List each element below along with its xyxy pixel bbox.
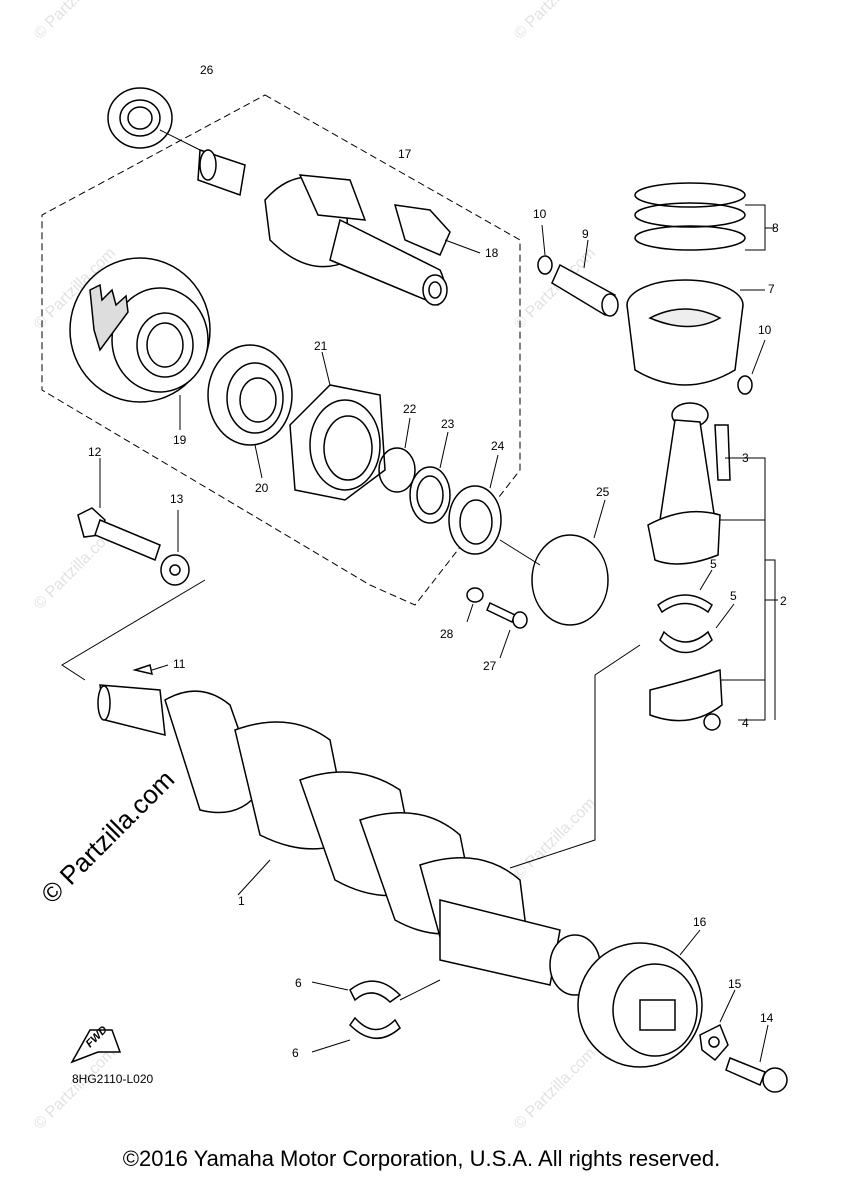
- rod-cap: [649, 668, 723, 731]
- main-bearing-6: [311, 980, 402, 1053]
- callout-9: 9: [582, 227, 589, 241]
- crankshaft-1: [97, 684, 601, 996]
- callout-5a: 5: [710, 557, 717, 571]
- balancer-weight-18: [393, 204, 481, 256]
- assembly-boundary: [41, 94, 521, 606]
- callout-3: 3: [742, 451, 749, 465]
- o-ring-25: [531, 534, 609, 626]
- diagram-part-code: 8HG2110-L020: [72, 1072, 154, 1086]
- bearing-20: [207, 344, 293, 479]
- watermark-small: © Partzilla.com: [511, 1045, 599, 1133]
- callout-23: 23: [441, 417, 455, 431]
- callout-10a: 10: [533, 207, 547, 221]
- piston-7: [626, 279, 765, 386]
- watermark-small: © Partzilla.com: [511, 795, 599, 883]
- callout-14: 14: [760, 1011, 774, 1025]
- callout-10b: 10: [758, 323, 772, 337]
- bearing-26: [107, 87, 201, 151]
- oil-seal-24: [448, 454, 502, 555]
- watermark-large: © Partzilla.com: [35, 764, 180, 909]
- callout-6a: 6: [295, 976, 302, 990]
- callout-21: 21: [314, 339, 328, 353]
- callout-25: 25: [596, 485, 610, 499]
- callout-18: 18: [485, 246, 499, 260]
- callout-16: 16: [693, 915, 707, 929]
- callout-27: 27: [483, 659, 497, 673]
- callout-17: 17: [398, 147, 412, 161]
- callout-7: 7: [768, 282, 775, 296]
- callout-20: 20: [255, 481, 269, 495]
- callout-numbers: 1 2 3 4 5 5 6 6 7 8 9 10 10 11 12 13 14 …: [88, 63, 787, 1060]
- washer-28: [466, 587, 484, 603]
- callout-8: 8: [772, 221, 779, 235]
- callout-12: 12: [88, 445, 102, 459]
- callout-6b: 6: [292, 1046, 299, 1060]
- bolt-27: [486, 601, 528, 659]
- rod-bearing-5: [657, 569, 735, 654]
- callout-22: 22: [403, 402, 417, 416]
- callout-26: 26: [200, 63, 214, 77]
- woodruff-key-11: [132, 664, 153, 676]
- lock-washer-15: [699, 989, 736, 1062]
- callout-5b: 5: [730, 589, 737, 603]
- callout-15: 15: [728, 977, 742, 991]
- callout-28: 28: [440, 627, 454, 641]
- callout-1: 1: [238, 894, 245, 908]
- primary-drive-gear-16: [577, 929, 703, 1068]
- bearing-housing-21: [289, 351, 386, 501]
- callout-24: 24: [491, 439, 505, 453]
- collar-23: [409, 431, 451, 524]
- watermark-small: © Partzilla.com: [31, 0, 119, 43]
- watermark-small: © Partzilla.com: [511, 0, 599, 43]
- washer-13: [160, 510, 190, 586]
- circlip-10: [537, 224, 766, 395]
- copyright-notice: ©2016 Yamaha Motor Corporation, U.S.A. A…: [122, 1146, 721, 1171]
- balancer-gear-19: [69, 257, 211, 430]
- callout-19: 19: [173, 433, 187, 447]
- callout-2: 2: [780, 594, 787, 608]
- balancer-shaft-17: [197, 148, 448, 306]
- o-ring-22: [378, 447, 416, 493]
- bolt-12: [77, 458, 161, 562]
- connecting-rod-3: [647, 402, 766, 721]
- callout-13: 13: [170, 492, 184, 506]
- callout-11: 11: [173, 657, 186, 671]
- callout-4: 4: [742, 716, 749, 730]
- bolt-14: [725, 1024, 788, 1093]
- piston-rings-8: [634, 182, 775, 251]
- piston-pin-9: [551, 239, 619, 317]
